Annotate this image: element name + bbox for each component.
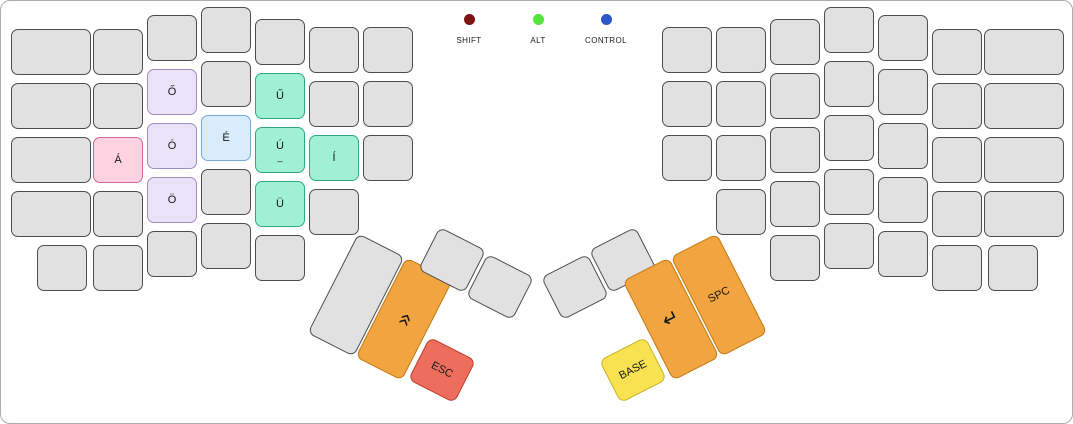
key-e-acute[interactable]: É (201, 115, 251, 161)
key-blank[interactable] (93, 245, 143, 291)
alt-modifier-dot (532, 14, 544, 25)
key-blank[interactable] (824, 169, 874, 215)
key-blank[interactable] (716, 135, 766, 181)
key-label: BASE (616, 357, 649, 382)
legend-item-control: CONTROL (576, 14, 636, 45)
legend-label: CONTROL (585, 36, 627, 45)
key-blank[interactable] (201, 7, 251, 53)
key-label: SPC (705, 284, 732, 306)
key-u-double-acute[interactable]: Ű (255, 73, 305, 119)
key-blank[interactable] (93, 29, 143, 75)
key-blank[interactable] (255, 235, 305, 281)
key-blank[interactable] (770, 181, 820, 227)
key-blank[interactable] (824, 7, 874, 53)
key-blank[interactable] (878, 15, 928, 61)
key-blank[interactable] (878, 123, 928, 169)
key-blank[interactable] (309, 81, 359, 127)
key-blank[interactable] (93, 83, 143, 129)
key-blank[interactable] (309, 189, 359, 235)
key-sublabel: _ (277, 151, 283, 162)
key-blank[interactable] (824, 115, 874, 161)
legend-item-shift: SHIFT (439, 14, 499, 45)
key-blank[interactable] (824, 223, 874, 269)
key-blank[interactable] (878, 231, 928, 277)
key-blank[interactable] (11, 29, 91, 75)
key-blank[interactable] (662, 27, 712, 73)
key-blank[interactable] (363, 81, 413, 127)
key-label: Ö (167, 193, 177, 206)
key-blank[interactable] (770, 73, 820, 119)
key-blank[interactable] (932, 191, 982, 237)
key-label: Ú (276, 139, 284, 152)
key-blank[interactable] (201, 169, 251, 215)
key-blank[interactable] (363, 135, 413, 181)
key-blank[interactable] (932, 245, 982, 291)
key-label: Á (114, 153, 122, 166)
key-blank[interactable] (93, 191, 143, 237)
key-blank[interactable] (11, 83, 91, 129)
key-label: Ü (276, 197, 284, 210)
shift-modifier-dot (463, 14, 475, 25)
key-blank[interactable] (201, 223, 251, 269)
key-label: Ő (167, 85, 177, 98)
legend-label: ALT (530, 36, 546, 45)
key-u-umlaut[interactable]: Ü (255, 181, 305, 227)
key-blank[interactable] (662, 135, 712, 181)
key-blank[interactable] (201, 61, 251, 107)
key-blank[interactable] (878, 177, 928, 223)
key-blank[interactable] (716, 27, 766, 73)
key-label: Ó (167, 139, 177, 152)
key-blank[interactable] (878, 69, 928, 115)
key-blank[interactable] (363, 27, 413, 73)
key-blank[interactable] (147, 15, 197, 61)
key-a-acute[interactable]: Á (93, 137, 143, 183)
key-blank[interactable] (770, 19, 820, 65)
key-blank[interactable] (984, 83, 1064, 129)
key-blank[interactable] (984, 29, 1064, 75)
key-blank[interactable] (309, 27, 359, 73)
key-blank[interactable] (11, 191, 91, 237)
key-u-acute[interactable]: Ú_ (255, 127, 305, 173)
key-blank[interactable] (770, 127, 820, 173)
key-blank[interactable] (932, 137, 982, 183)
key-blank[interactable] (255, 19, 305, 65)
double-chevron-icon: » (389, 307, 418, 330)
key-label: É (222, 131, 230, 144)
key-blank[interactable] (988, 245, 1038, 291)
key-blank[interactable] (824, 61, 874, 107)
key-blank[interactable] (11, 137, 91, 183)
legend-item-alt: ALT (508, 14, 568, 45)
key-o-umlaut[interactable]: Ö (147, 177, 197, 223)
key-i-acute[interactable]: Í (309, 135, 359, 181)
key-blank[interactable] (770, 235, 820, 281)
control-modifier-dot (600, 14, 612, 25)
key-blank[interactable] (716, 189, 766, 235)
key-o-double-acute[interactable]: Ő (147, 69, 197, 115)
key-label: Ű (276, 89, 284, 102)
key-blank[interactable] (147, 231, 197, 277)
legend-label: SHIFT (456, 36, 482, 45)
key-blank[interactable] (662, 81, 712, 127)
enter-arrow-icon: ↵ (658, 305, 684, 333)
key-blank[interactable] (984, 191, 1064, 237)
key-blank[interactable] (932, 83, 982, 129)
key-blank[interactable] (984, 137, 1064, 183)
key-o-acute[interactable]: Ó (147, 123, 197, 169)
key-blank[interactable] (37, 245, 87, 291)
key-label: Í (332, 151, 336, 164)
key-blank[interactable] (716, 81, 766, 127)
key-blank[interactable] (932, 29, 982, 75)
key-label: ESC (429, 359, 456, 381)
